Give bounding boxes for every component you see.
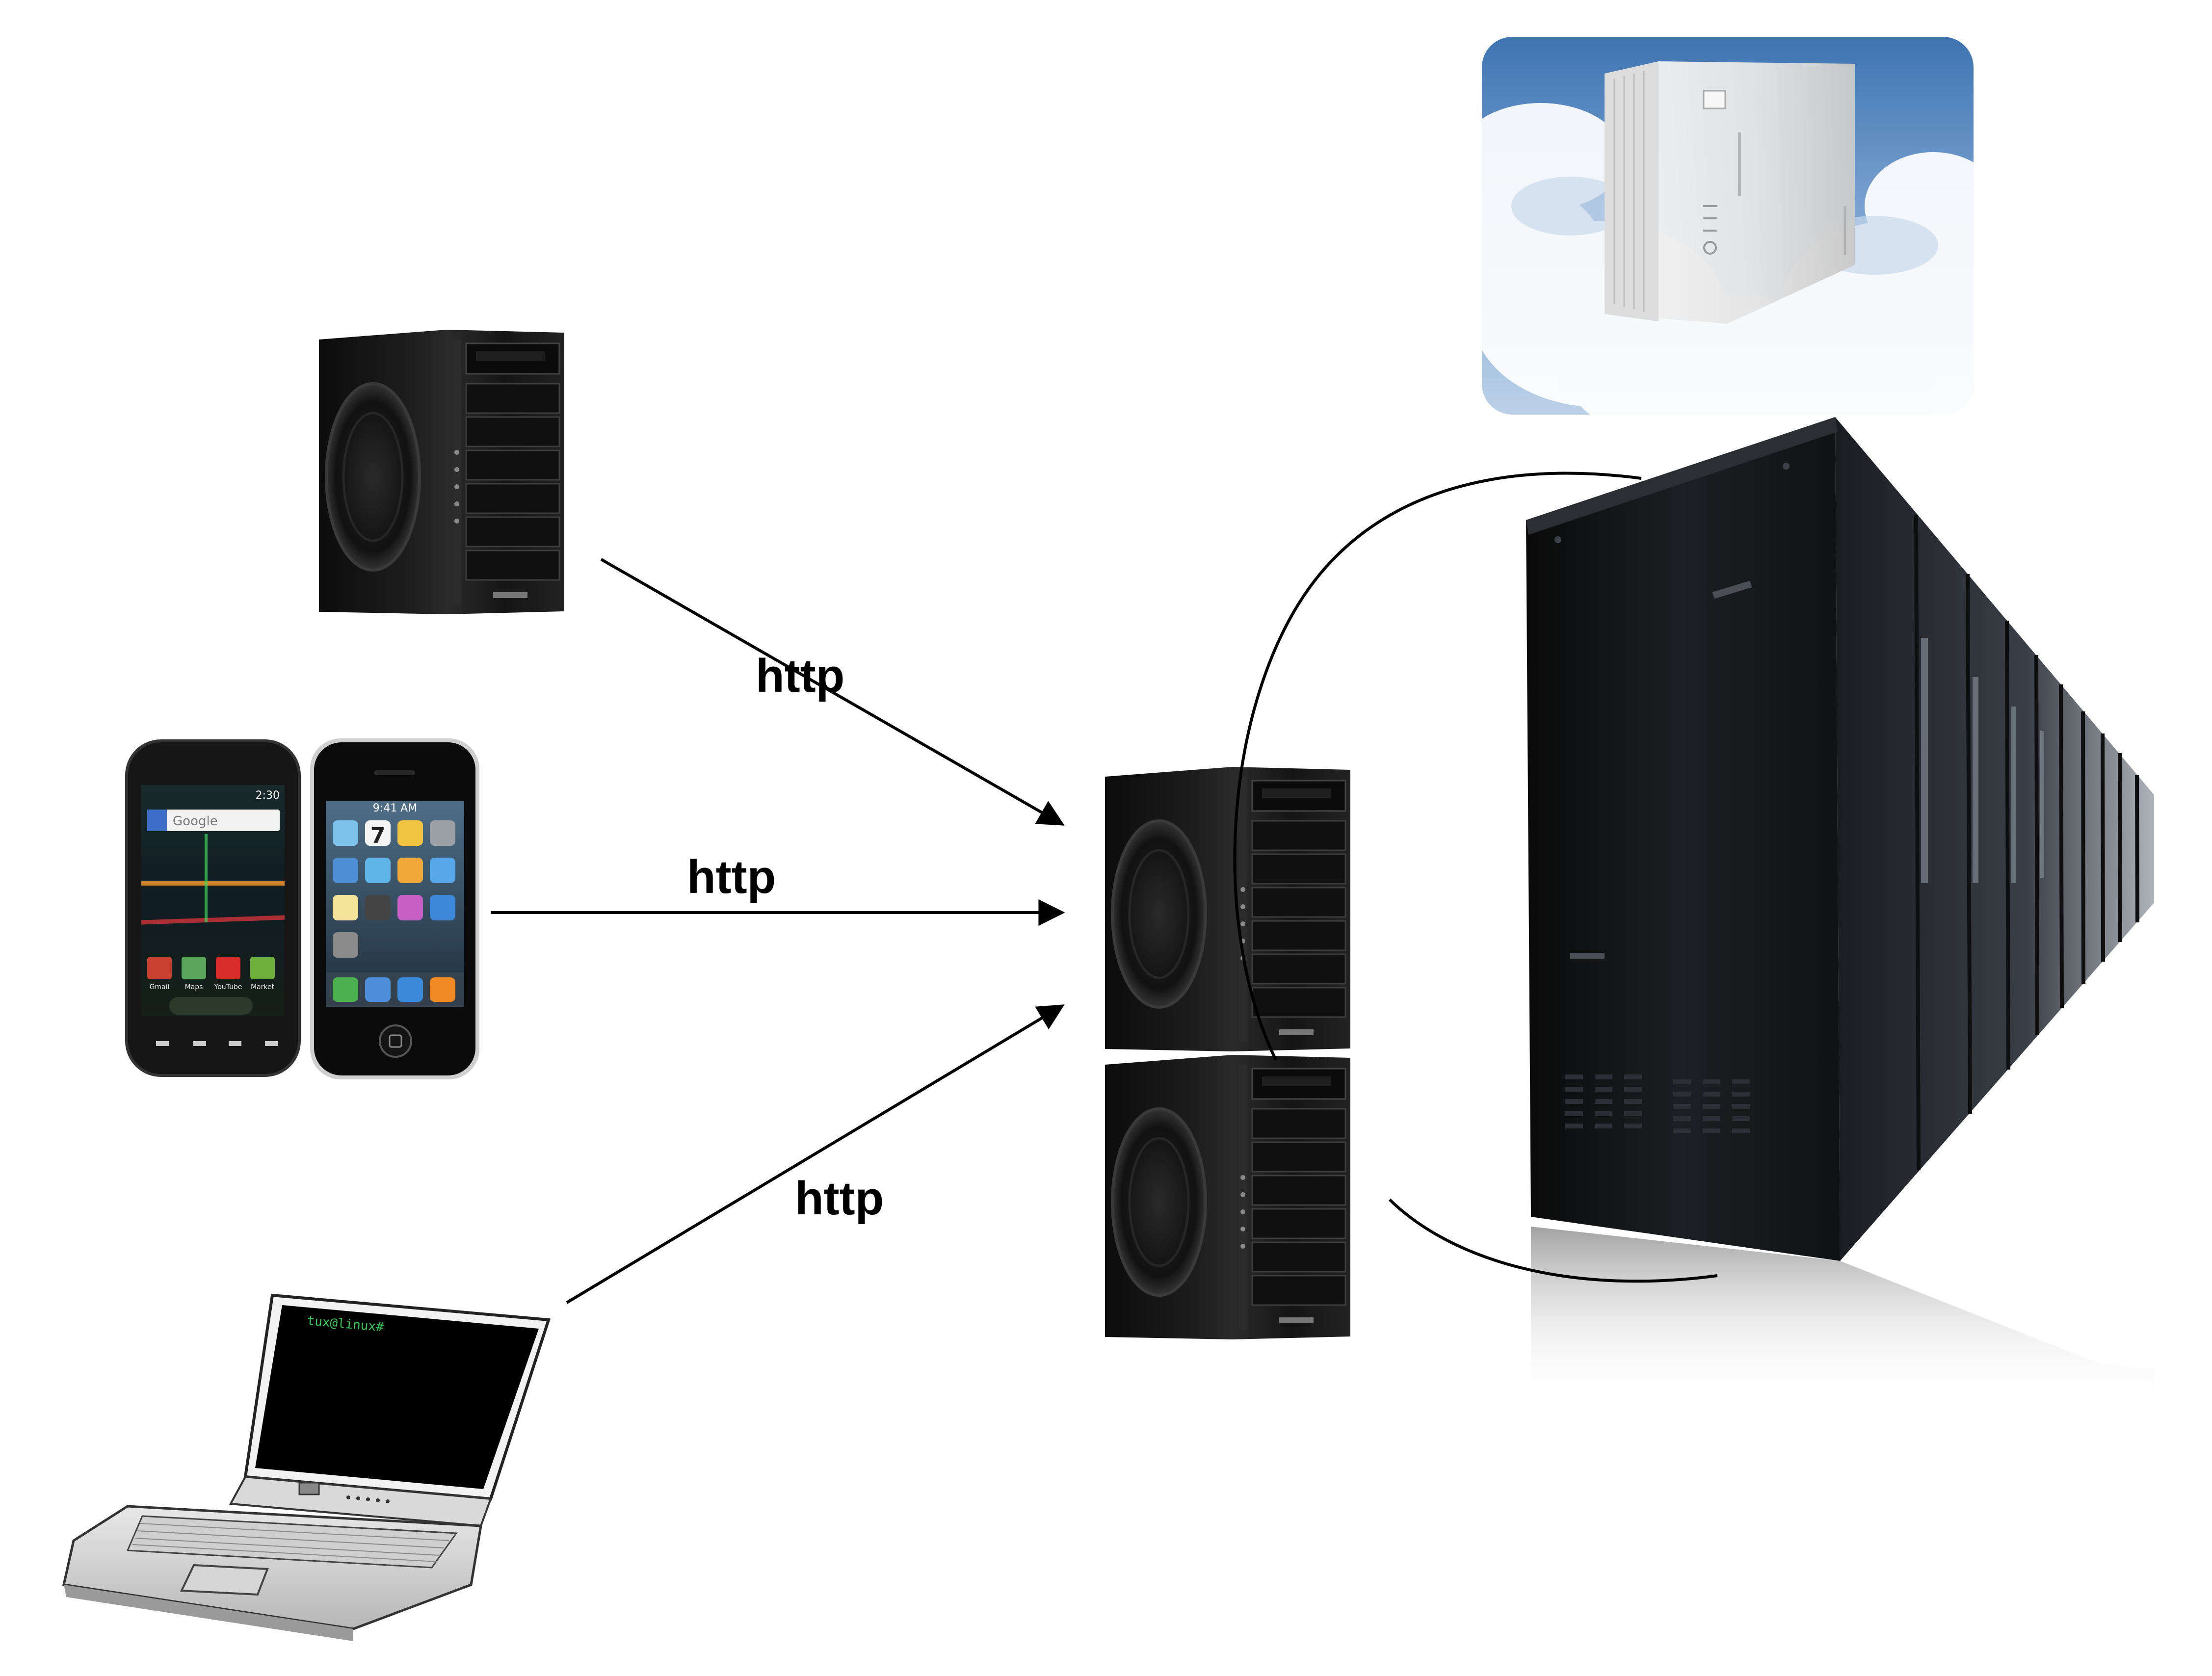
android-phone: 2:30 Google Gmail Maps YouTube Market bbox=[125, 739, 301, 1077]
android-app-dock: Gmail Maps YouTube Market bbox=[147, 957, 275, 991]
phone-icon bbox=[333, 977, 358, 1002]
dock-label-gmail: Gmail bbox=[150, 983, 170, 991]
photos-icon bbox=[397, 820, 423, 846]
http-label-desktop: http bbox=[756, 650, 844, 702]
itunes-icon bbox=[397, 895, 423, 920]
keyboard bbox=[126, 1515, 458, 1569]
laptop-screen bbox=[255, 1305, 539, 1489]
calendar-icon bbox=[365, 820, 391, 846]
desktop-server bbox=[319, 330, 564, 614]
cloud-server bbox=[1482, 37, 1974, 415]
youtube-ios-icon bbox=[333, 858, 358, 883]
cloud-server-icon bbox=[1605, 61, 1855, 324]
server-rack-icon bbox=[1526, 417, 2154, 1261]
web-server-stack bbox=[1105, 767, 1350, 1339]
server-stack-icon bbox=[1105, 767, 1350, 1339]
android-clock: 2:30 bbox=[256, 789, 280, 802]
messages-icon bbox=[333, 820, 358, 846]
calculator-icon bbox=[365, 895, 391, 920]
home-button bbox=[379, 1024, 412, 1058]
arrow-laptop-to-server bbox=[566, 1004, 1065, 1304]
safari-icon bbox=[397, 977, 423, 1002]
market-icon bbox=[250, 957, 275, 979]
smartphones: 2:30 Google Gmail Maps YouTube Market bbox=[125, 738, 479, 1079]
dock-label-market: Market bbox=[251, 983, 275, 991]
tower-server-icon bbox=[319, 330, 564, 614]
maps-ios-icon bbox=[397, 858, 423, 883]
web-server-top bbox=[1105, 767, 1350, 1051]
camera-icon bbox=[430, 820, 455, 846]
datacenter bbox=[1526, 417, 2154, 1403]
zoom-circle-lower bbox=[1388, 1198, 1718, 1283]
web-server-bottom bbox=[1105, 1055, 1350, 1339]
iphone-clock: 9:41 AM bbox=[373, 802, 417, 814]
android-search-field: Google bbox=[173, 814, 218, 829]
calendar-day: 7 bbox=[370, 823, 386, 848]
http-label-laptop: http bbox=[795, 1172, 884, 1225]
notes-icon bbox=[333, 895, 358, 920]
appstore-icon bbox=[430, 895, 455, 920]
touchpad bbox=[180, 1564, 269, 1596]
mail-icon bbox=[365, 977, 391, 1002]
stocks-icon bbox=[365, 858, 391, 883]
iphone: 9:41 AM 7 bbox=[310, 738, 479, 1079]
zoom-circle bbox=[1233, 471, 1642, 1061]
dock-label-youtube: YouTube bbox=[214, 983, 242, 991]
http-label-phones: http bbox=[687, 851, 776, 903]
connections: http http http bbox=[491, 558, 1065, 1304]
weather-icon bbox=[430, 858, 455, 883]
arrow-desktop-to-server bbox=[600, 558, 1065, 826]
settings-icon bbox=[333, 932, 358, 958]
ipod-icon bbox=[430, 977, 455, 1002]
gmail-icon bbox=[147, 957, 172, 979]
laptop: tux@linux# bbox=[62, 1293, 551, 1641]
maps-icon bbox=[182, 957, 206, 979]
iphone-app-grid: 7 bbox=[333, 820, 455, 958]
youtube-icon bbox=[216, 957, 240, 979]
dock-label-maps: Maps bbox=[185, 983, 203, 991]
